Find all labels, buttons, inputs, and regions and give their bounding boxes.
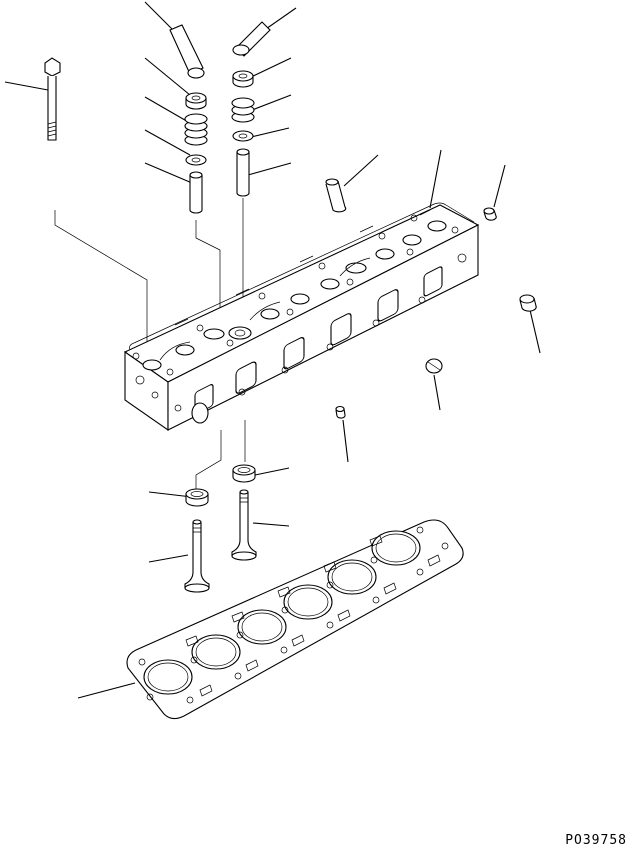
spring-seat-right: [232, 130, 254, 142]
head-top-features: [132, 209, 459, 376]
valve-guide-right: [236, 148, 250, 197]
leader-lines: [4, 1, 541, 699]
exhaust-valve: [231, 489, 257, 561]
cylinder-head-bolt: [44, 57, 61, 141]
plug-top-right: [483, 207, 497, 221]
valve-seat-insert-left: [185, 488, 209, 507]
expansion-plug: [425, 358, 443, 374]
valve-spring-right: [231, 97, 255, 123]
cylinder-head: [123, 202, 480, 432]
spring-retainer-right: [232, 70, 254, 88]
cylinder-head-gasket: [126, 519, 464, 720]
plug-right: [519, 294, 537, 312]
nozzle-sleeve: [325, 178, 347, 213]
spring-seat-left: [185, 154, 207, 166]
drawing-number: PO39758: [565, 833, 627, 848]
head-side-ports: [194, 253, 467, 415]
head-front-features: [135, 375, 209, 424]
gasket-holes: [138, 526, 449, 704]
plug-under-head: [335, 405, 346, 419]
spring-retainer-left: [185, 92, 207, 110]
valve-cotter-right: [232, 21, 271, 57]
valve-seat-insert-right: [232, 464, 256, 483]
valve-guide-left: [189, 171, 203, 214]
valve-spring-left: [184, 113, 208, 146]
intake-valve: [184, 519, 210, 593]
valve-cotter-left: [169, 24, 205, 79]
